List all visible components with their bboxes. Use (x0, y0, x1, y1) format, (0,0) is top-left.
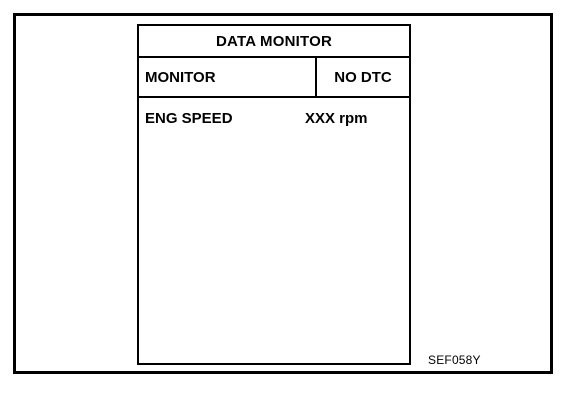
mode-divider (315, 58, 317, 96)
screen-title: DATA MONITOR (139, 26, 409, 58)
monitor-item-name: ENG SPEED (145, 110, 233, 127)
dtc-status: NO DTC (334, 68, 392, 86)
consult-screen: DATA MONITOR MONITOR NO DTC ENG SPEED XX… (137, 24, 411, 365)
mode-label: MONITOR (145, 68, 216, 86)
mode-row: MONITOR NO DTC (139, 58, 409, 98)
figure-code: SEF058Y (428, 353, 481, 367)
monitor-item-row: ENG SPEED XXX rpm (145, 110, 405, 130)
figure-frame (13, 13, 553, 374)
monitor-item-value: XXX rpm (305, 110, 368, 127)
